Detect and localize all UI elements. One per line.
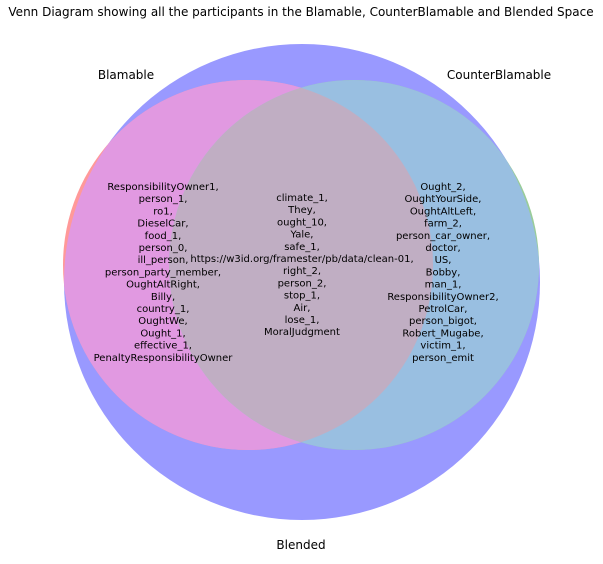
region-item: person_0,	[139, 243, 188, 254]
set-label-counterblamable: CounterBlamable	[447, 68, 551, 82]
region-item: Billy,	[151, 292, 175, 303]
region-item: person_1,	[139, 194, 188, 205]
region-item: climate_1,	[276, 193, 328, 204]
region-item: country_1,	[137, 304, 190, 315]
region-item: OughtAltLeft,	[410, 206, 476, 217]
region-item: PenaltyResponsibilityOwner	[94, 353, 234, 364]
region-item: Ought_1,	[140, 328, 185, 339]
region-item: man_1,	[425, 280, 462, 291]
region-item: ResponsibilityOwner1,	[107, 182, 218, 193]
region-item: person_emit	[412, 353, 474, 364]
region-item: effective_1,	[134, 341, 192, 352]
region-item: ro1,	[153, 206, 173, 217]
region-item: US,	[435, 255, 452, 266]
region-item: Robert_Mugabe,	[402, 328, 483, 339]
region-item: person_car_owner,	[396, 231, 490, 242]
region-item: ill_person,	[138, 255, 189, 266]
region-item: OughtAltRight,	[126, 280, 200, 291]
region-text-counterblamable-blended: Ought_2,OughtYourSide,OughtAltLeft, farm_…	[387, 182, 498, 364]
region-item: stop_1,	[284, 291, 320, 302]
region-item: safe_1,	[284, 242, 320, 253]
region-item: OughtWe,	[138, 316, 187, 327]
region-item: Yale,	[290, 230, 314, 241]
region-item: lose_1,	[285, 315, 320, 326]
region-item: ought_10,	[277, 217, 327, 228]
region-text-blamable-blended: ResponsibilityOwner1,person_1,ro1, Diesel…	[94, 182, 234, 364]
diagram-title: Venn Diagram showing all the participant…	[8, 5, 593, 19]
region-text-all-sets: climate_1,They,ought_10, Yale,safe_1,http…	[190, 193, 413, 338]
region-item: Ought_2,	[420, 182, 465, 193]
region-item: doctor,	[425, 243, 460, 254]
region-item: farm_2,	[424, 219, 462, 230]
region-item: right_2,	[283, 266, 321, 277]
region-item: person_2,	[278, 278, 327, 289]
region-item: Air,	[294, 303, 311, 314]
region-item: food_1,	[145, 231, 182, 242]
region-item: person_party_member,	[105, 267, 221, 278]
region-item: MoralJudgment	[264, 327, 340, 338]
region-item: ResponsibilityOwner2,	[387, 292, 498, 303]
set-label-blamable: Blamable	[98, 68, 154, 82]
region-item: https://w3id.org/framester/pb/data/clean…	[190, 254, 413, 265]
set-label-blended: Blended	[276, 538, 325, 552]
region-item: OughtYourSide,	[405, 194, 482, 205]
all-sets-region	[169, 80, 433, 450]
region-item: They,	[287, 205, 316, 216]
region-item: DieselCar,	[137, 219, 188, 230]
region-item: Bobby,	[426, 267, 461, 278]
region-item: person_bigot,	[409, 316, 477, 327]
region-item: victim_1,	[420, 341, 465, 352]
region-item: PetrolCar,	[419, 304, 468, 315]
